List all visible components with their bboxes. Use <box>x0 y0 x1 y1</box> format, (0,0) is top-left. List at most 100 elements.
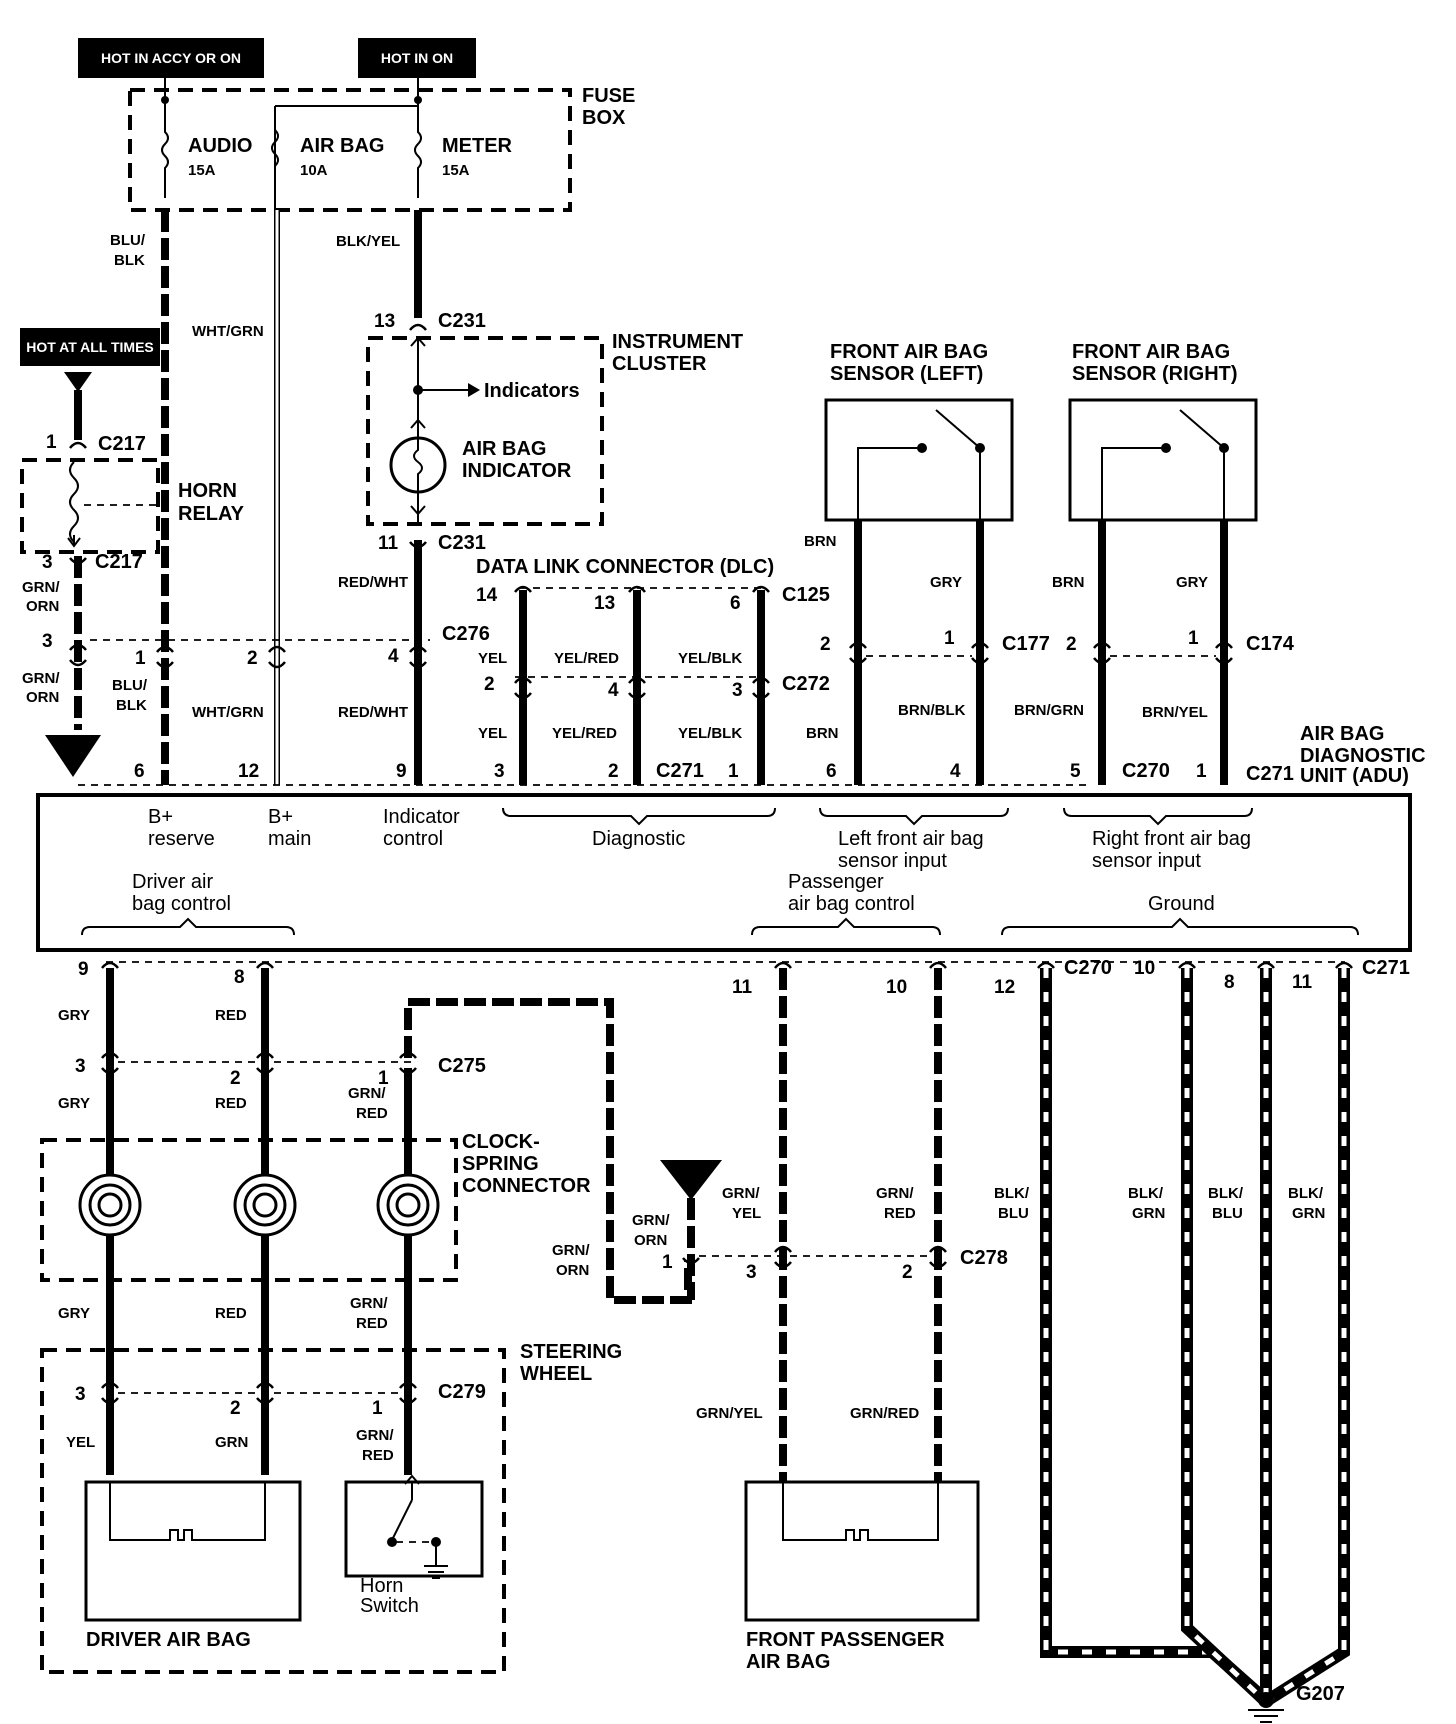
svg-text:4: 4 <box>608 680 619 701</box>
driver-side-wiring: GRY RED 3 2 1 C275 GRY RED GRN/ RED CLOC… <box>40 961 692 1674</box>
svg-text:WHEEL: WHEEL <box>520 1363 592 1385</box>
svg-text:CLUSTER: CLUSTER <box>612 353 707 375</box>
svg-text:GRY: GRY <box>58 1095 90 1112</box>
svg-text:CLOCK-: CLOCK- <box>462 1131 540 1153</box>
svg-text:12: 12 <box>994 977 1015 998</box>
svg-text:3: 3 <box>746 1262 757 1283</box>
driver-airbag-module <box>84 1480 302 1622</box>
svg-text:A: A <box>685 1163 697 1182</box>
svg-text:BRN: BRN <box>1052 574 1085 591</box>
svg-text:GRN/YEL: GRN/YEL <box>696 1405 763 1422</box>
svg-text:ORN: ORN <box>26 689 59 706</box>
connector-a-icon <box>660 1160 722 1200</box>
clockspring-coil-icon <box>233 1173 297 1237</box>
passenger-airbag-module <box>744 1480 980 1622</box>
svg-text:2: 2 <box>608 761 619 782</box>
svg-text:sensor input: sensor input <box>838 850 947 872</box>
arrow-right-icon <box>468 383 480 397</box>
svg-text:RELAY: RELAY <box>178 503 245 525</box>
svg-text:15A: 15A <box>188 162 216 179</box>
ground-g207-icon <box>1248 1692 1284 1723</box>
svg-text:reserve: reserve <box>148 828 215 850</box>
svg-text:2: 2 <box>230 1068 241 1089</box>
hot-in-accy-label: HOT IN ACCY OR ON <box>78 38 264 78</box>
svg-text:C272: C272 <box>782 673 830 695</box>
svg-text:3: 3 <box>75 1384 86 1405</box>
svg-text:3: 3 <box>494 761 505 782</box>
svg-text:FRONT AIR BAG: FRONT AIR BAG <box>830 341 988 363</box>
svg-text:C231: C231 <box>438 532 486 554</box>
c276-row: 1 2 4 C276 <box>90 623 490 669</box>
svg-text:C275: C275 <box>438 1055 486 1077</box>
svg-text:10: 10 <box>1134 958 1155 979</box>
adu-bottom-pins: 9 8 11 10 12 C270 10 8 11 C271 <box>78 957 1410 998</box>
svg-text:ORN: ORN <box>556 1262 589 1279</box>
svg-text:BRN/GRN: BRN/GRN <box>1014 702 1084 719</box>
battery-feed-icon <box>64 372 92 392</box>
horn-switch-contact-icon <box>391 1499 413 1541</box>
connector-a-icon <box>45 735 101 777</box>
svg-text:BLK: BLK <box>116 697 147 714</box>
svg-text:4: 4 <box>950 761 961 782</box>
svg-text:Ground: Ground <box>1148 893 1215 915</box>
svg-text:14: 14 <box>476 585 498 606</box>
svg-text:8: 8 <box>234 967 245 988</box>
svg-text:C270: C270 <box>1064 957 1112 979</box>
svg-text:GRY: GRY <box>1176 574 1208 591</box>
data-link-connector: DATA LINK CONNECTOR (DLC) 14 13 6 C125 Y… <box>476 556 830 785</box>
ground-icon <box>424 1565 448 1579</box>
svg-text:1: 1 <box>378 1068 389 1089</box>
svg-text:GRN/: GRN/ <box>22 670 60 687</box>
svg-text:C217: C217 <box>98 433 146 455</box>
connector-a-lower: A GRN/ ORN GRN/ ORN 1 <box>552 1160 722 1300</box>
svg-text:YEL/BLK: YEL/BLK <box>678 725 742 742</box>
svg-text:BLU/: BLU/ <box>110 232 146 249</box>
svg-text:GRN: GRN <box>215 1434 248 1451</box>
svg-text:GRN: GRN <box>1292 1205 1325 1222</box>
svg-text:main: main <box>268 828 311 850</box>
wire-blk-yel: BLK/YEL <box>336 210 422 318</box>
clockspring-coil-icon <box>376 1173 440 1237</box>
svg-text:Diagnostic: Diagnostic <box>592 828 685 850</box>
svg-text:BRN/BLK: BRN/BLK <box>898 702 966 719</box>
svg-text:6: 6 <box>134 761 145 782</box>
svg-text:Right front air bag: Right front air bag <box>1092 828 1251 850</box>
svg-text:1: 1 <box>1196 761 1207 782</box>
svg-text:BLU/: BLU/ <box>112 677 148 694</box>
svg-text:Left front air bag: Left front air bag <box>838 828 984 850</box>
adu-top-pins: 6 12 9 3 2 C271 1 6 4 5 C270 1 C271 AIR … <box>78 723 1426 787</box>
svg-text:sensor input: sensor input <box>1092 850 1201 872</box>
svg-text:2: 2 <box>484 674 495 695</box>
fuse-node-icon <box>414 96 422 104</box>
svg-text:10A: 10A <box>300 162 328 179</box>
svg-text:C276: C276 <box>442 623 490 645</box>
svg-text:FUSE: FUSE <box>582 85 635 107</box>
svg-text:YEL: YEL <box>478 725 507 742</box>
svg-text:DIAGNOSTIC: DIAGNOSTIC <box>1300 745 1426 767</box>
svg-text:DRIVER AIR BAG: DRIVER AIR BAG <box>86 1629 251 1651</box>
svg-text:YEL/BLK: YEL/BLK <box>678 650 742 667</box>
svg-text:2: 2 <box>1066 634 1077 655</box>
svg-text:C231: C231 <box>438 310 486 332</box>
svg-text:BLU: BLU <box>998 1205 1029 1222</box>
svg-text:1: 1 <box>46 432 57 453</box>
svg-text:BLK/: BLK/ <box>1288 1185 1324 1202</box>
svg-text:1: 1 <box>372 1398 383 1419</box>
svg-text:GRY: GRY <box>930 574 962 591</box>
fuse-box: FUSE BOX AUDIO 15A AIR BAG 10A METER 15A <box>128 78 635 212</box>
passenger-airbag-wiring: GRN/ YEL GRN/ RED 3 2 C278 GRN/YEL GRN/R… <box>696 961 1008 1673</box>
wire-wht-grn: WHT/GRN WHT/GRN <box>192 210 280 785</box>
svg-text:HOT AT ALL TIMES: HOT AT ALL TIMES <box>26 339 154 355</box>
svg-text:Passenger: Passenger <box>788 871 884 893</box>
svg-text:4: 4 <box>388 646 399 667</box>
svg-text:BLK: BLK <box>114 252 145 269</box>
svg-text:C271: C271 <box>656 760 704 782</box>
svg-text:RED: RED <box>215 1007 247 1024</box>
svg-text:DATA LINK CONNECTOR (DLC): DATA LINK CONNECTOR (DLC) <box>476 556 774 578</box>
air-bag-diagnostic-unit: B+ reserve B+ main Indicator control Dia… <box>36 793 1412 952</box>
svg-text:GRN/: GRN/ <box>22 579 60 596</box>
svg-text:RED: RED <box>356 1105 388 1122</box>
svg-text:2: 2 <box>230 1398 241 1419</box>
svg-text:B+: B+ <box>268 806 293 828</box>
svg-text:10: 10 <box>886 977 907 998</box>
